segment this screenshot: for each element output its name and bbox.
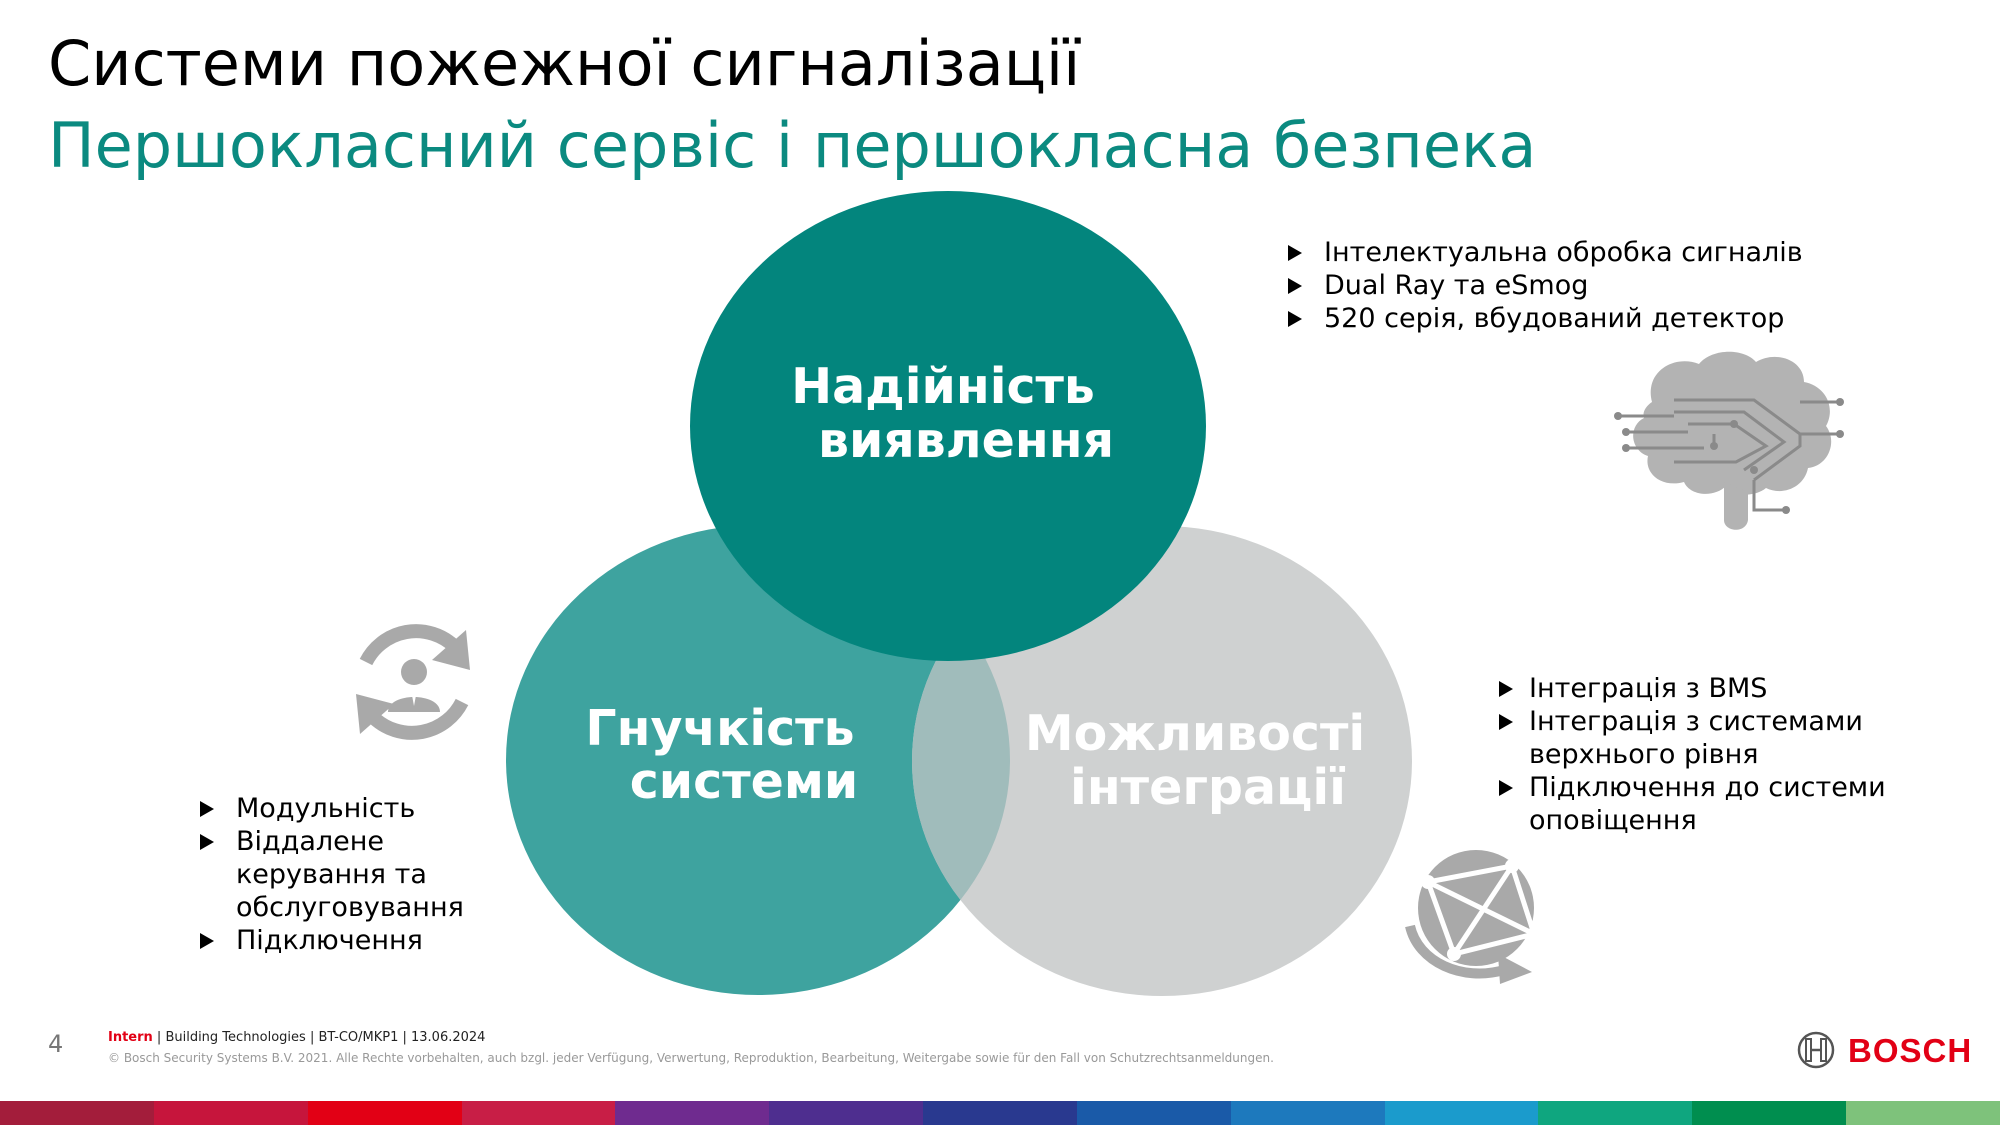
bosch-logo: BOSCH	[1796, 1030, 1971, 1070]
circle-left-label-1: Гнучкість	[585, 700, 854, 757]
color-bar-segment	[615, 1101, 770, 1125]
bullet-item: Віддалене керування та обслуговування	[198, 825, 528, 924]
bullet-item: Dual Ray та eSmog	[1286, 269, 1846, 302]
circle-right-label-2: інтеграції	[1070, 759, 1346, 816]
page-number: 4	[48, 1030, 64, 1058]
slide-title: Системи пожежної сигналізації	[48, 27, 1081, 100]
color-bar-segment	[307, 1101, 462, 1125]
circle-top-label-1: Надійність	[791, 358, 1095, 415]
bullet-item: Інтелектуальна обробка сигналів	[1286, 236, 1846, 269]
globe-network-icon	[1405, 850, 1541, 984]
color-bar-segment	[0, 1101, 154, 1125]
classification-label: Intern	[108, 1030, 153, 1045]
circle-right-label-1: Можливості	[1025, 705, 1365, 762]
slide-subtitle: Першокласний сервіс і першокласна безпек…	[48, 109, 1537, 182]
brain-circuit-icon	[1614, 351, 1844, 530]
bullet-item: Інтеграція з BMS	[1497, 672, 1897, 705]
color-bar-segment	[1076, 1101, 1231, 1125]
detection-bullet-list: Інтелектуальна обробка сигналів Dual Ray…	[1286, 236, 1846, 335]
bullet-item: 520 серія, вбудований детектор	[1286, 302, 1846, 335]
circle-left-label-2: системи	[630, 753, 858, 810]
bullet-item: Підключення до системи оповіщення	[1497, 771, 1897, 837]
bosch-armature-icon	[1797, 1031, 1835, 1069]
bullet-item: Інтеграція з системами верхнього рівня	[1497, 705, 1897, 771]
brand-color-bar	[0, 1101, 2000, 1125]
color-bar-segment	[1846, 1101, 2000, 1125]
integration-bullet-list: Інтеграція з BMS Інтеграція з системами …	[1497, 672, 1897, 837]
flexibility-bullet-list: Модульність Віддалене керування та обслу…	[198, 792, 528, 957]
footer-details: | Building Technologies | BT-CO/MKP1 | 1…	[152, 1030, 486, 1045]
circle-top-label-2: виявлення	[818, 412, 1114, 469]
footer-copyright: © Bosch Security Systems B.V. 2021. Alle…	[108, 1051, 1274, 1065]
bullet-item: Підключення	[198, 924, 528, 957]
color-bar-segment	[1538, 1101, 1693, 1125]
bullet-item: Модульність	[198, 792, 528, 825]
color-bar-segment	[769, 1101, 924, 1125]
color-bar-segment	[153, 1101, 308, 1125]
color-bar-segment	[1384, 1101, 1539, 1125]
bosch-wordmark: BOSCH	[1848, 1032, 1973, 1069]
color-bar-segment	[1230, 1101, 1385, 1125]
color-bar-segment	[1692, 1101, 1847, 1125]
color-bar-segment	[461, 1101, 616, 1125]
user-refresh-icon	[356, 624, 470, 740]
color-bar-segment	[923, 1101, 1077, 1125]
footer-info: Intern | Building Technologies | BT-CO/M…	[108, 1030, 485, 1045]
circle-top	[690, 191, 1206, 661]
